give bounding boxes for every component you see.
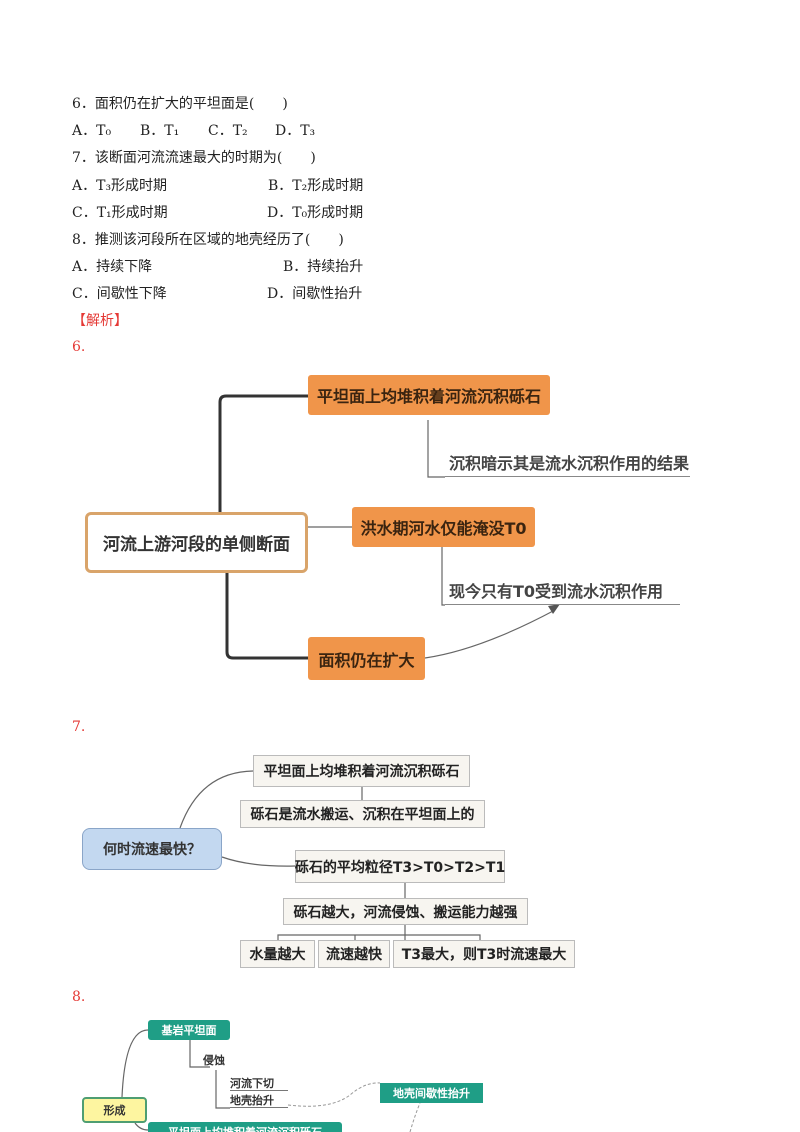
q6-option-c: C．T₂: [208, 123, 248, 139]
question-7-stem: 7．该断面河流流速最大的时期为( ): [72, 150, 316, 166]
q8-option-c: C．间歇性下降: [72, 286, 167, 302]
mindmap7-node-4: 砾石越大，河流侵蚀、搬运能力越强: [283, 898, 528, 925]
mindmap8-text-incision: 河流下切: [230, 1075, 288, 1091]
mindmap8-center-node: 形成: [82, 1097, 147, 1123]
mindmap6-center-node: 河流上游河段的单侧断面: [85, 512, 308, 573]
question-8-stem: 8．推测该河段所在区域的地壳经历了( ): [72, 232, 344, 248]
analysis-8-label: 8.: [72, 989, 86, 1005]
analysis-6-label: 6.: [72, 339, 86, 355]
mindmap7-leaf-2: 流速越快: [318, 940, 390, 968]
analysis-heading: 【解析】: [72, 313, 128, 329]
mindmap6-sub-flood: 现今只有T0受到流水沉积作用: [445, 575, 680, 605]
mindmap8-text-erosion: 侵蚀: [203, 1054, 225, 1067]
q8-option-d: D．间歇性抬升: [267, 286, 363, 302]
mindmap7-node-3: 砾石的平均粒径T3>T0>T2>T1: [295, 850, 505, 883]
mindmap6-node-flood: 洪水期河水仅能淹没T0: [352, 507, 535, 547]
mindmap7-leaf-1: 水量越大: [240, 940, 315, 968]
mindmap7-center-node: 何时流速最快？: [82, 828, 222, 870]
q7-option-d: D．T₀形成时期: [267, 205, 364, 221]
mindmap7-leaf-3: T3最大，则T3时流速最大: [393, 940, 575, 968]
q8-option-a: A．持续下降: [72, 259, 153, 275]
mindmap8-text-uplift: 地壳抬升: [230, 1092, 288, 1108]
q6-option-a: A．T₀: [72, 123, 112, 139]
mindmap7-node-1: 平坦面上均堆积着河流沉积砾石: [253, 755, 470, 787]
q6-option-b: B．T₁: [140, 123, 180, 139]
analysis-7-label: 7.: [72, 719, 86, 735]
q7-option-a: A．T₃形成时期: [72, 178, 168, 194]
q7-option-b: B．T₂形成时期: [268, 178, 364, 194]
mindmap6-node-area: 面积仍在扩大: [308, 637, 425, 680]
q8-option-b: B．持续抬升: [283, 259, 364, 275]
mindmap6-node-deposit: 平坦面上均堆积着河流沉积砾石: [308, 375, 550, 415]
mindmap6-sub-deposit: 沉积暗示其是流水沉积作用的结果: [445, 448, 690, 477]
mindmap8-node-intermittent-uplift: 地壳间歇性抬升: [380, 1083, 483, 1103]
q6-option-d: D．T₃: [275, 123, 316, 139]
mindmap8-node-deposit: 平坦面上均堆积着河流沉积砾石: [148, 1122, 342, 1132]
mindmap7-node-2: 砾石是流水搬运、沉积在平坦面上的: [240, 800, 485, 828]
q7-option-c: C．T₁形成时期: [72, 205, 168, 221]
question-6-stem: 6．面积仍在扩大的平坦面是( ): [72, 96, 288, 112]
mindmap8-node-bedrock: 基岩平坦面: [148, 1020, 230, 1040]
